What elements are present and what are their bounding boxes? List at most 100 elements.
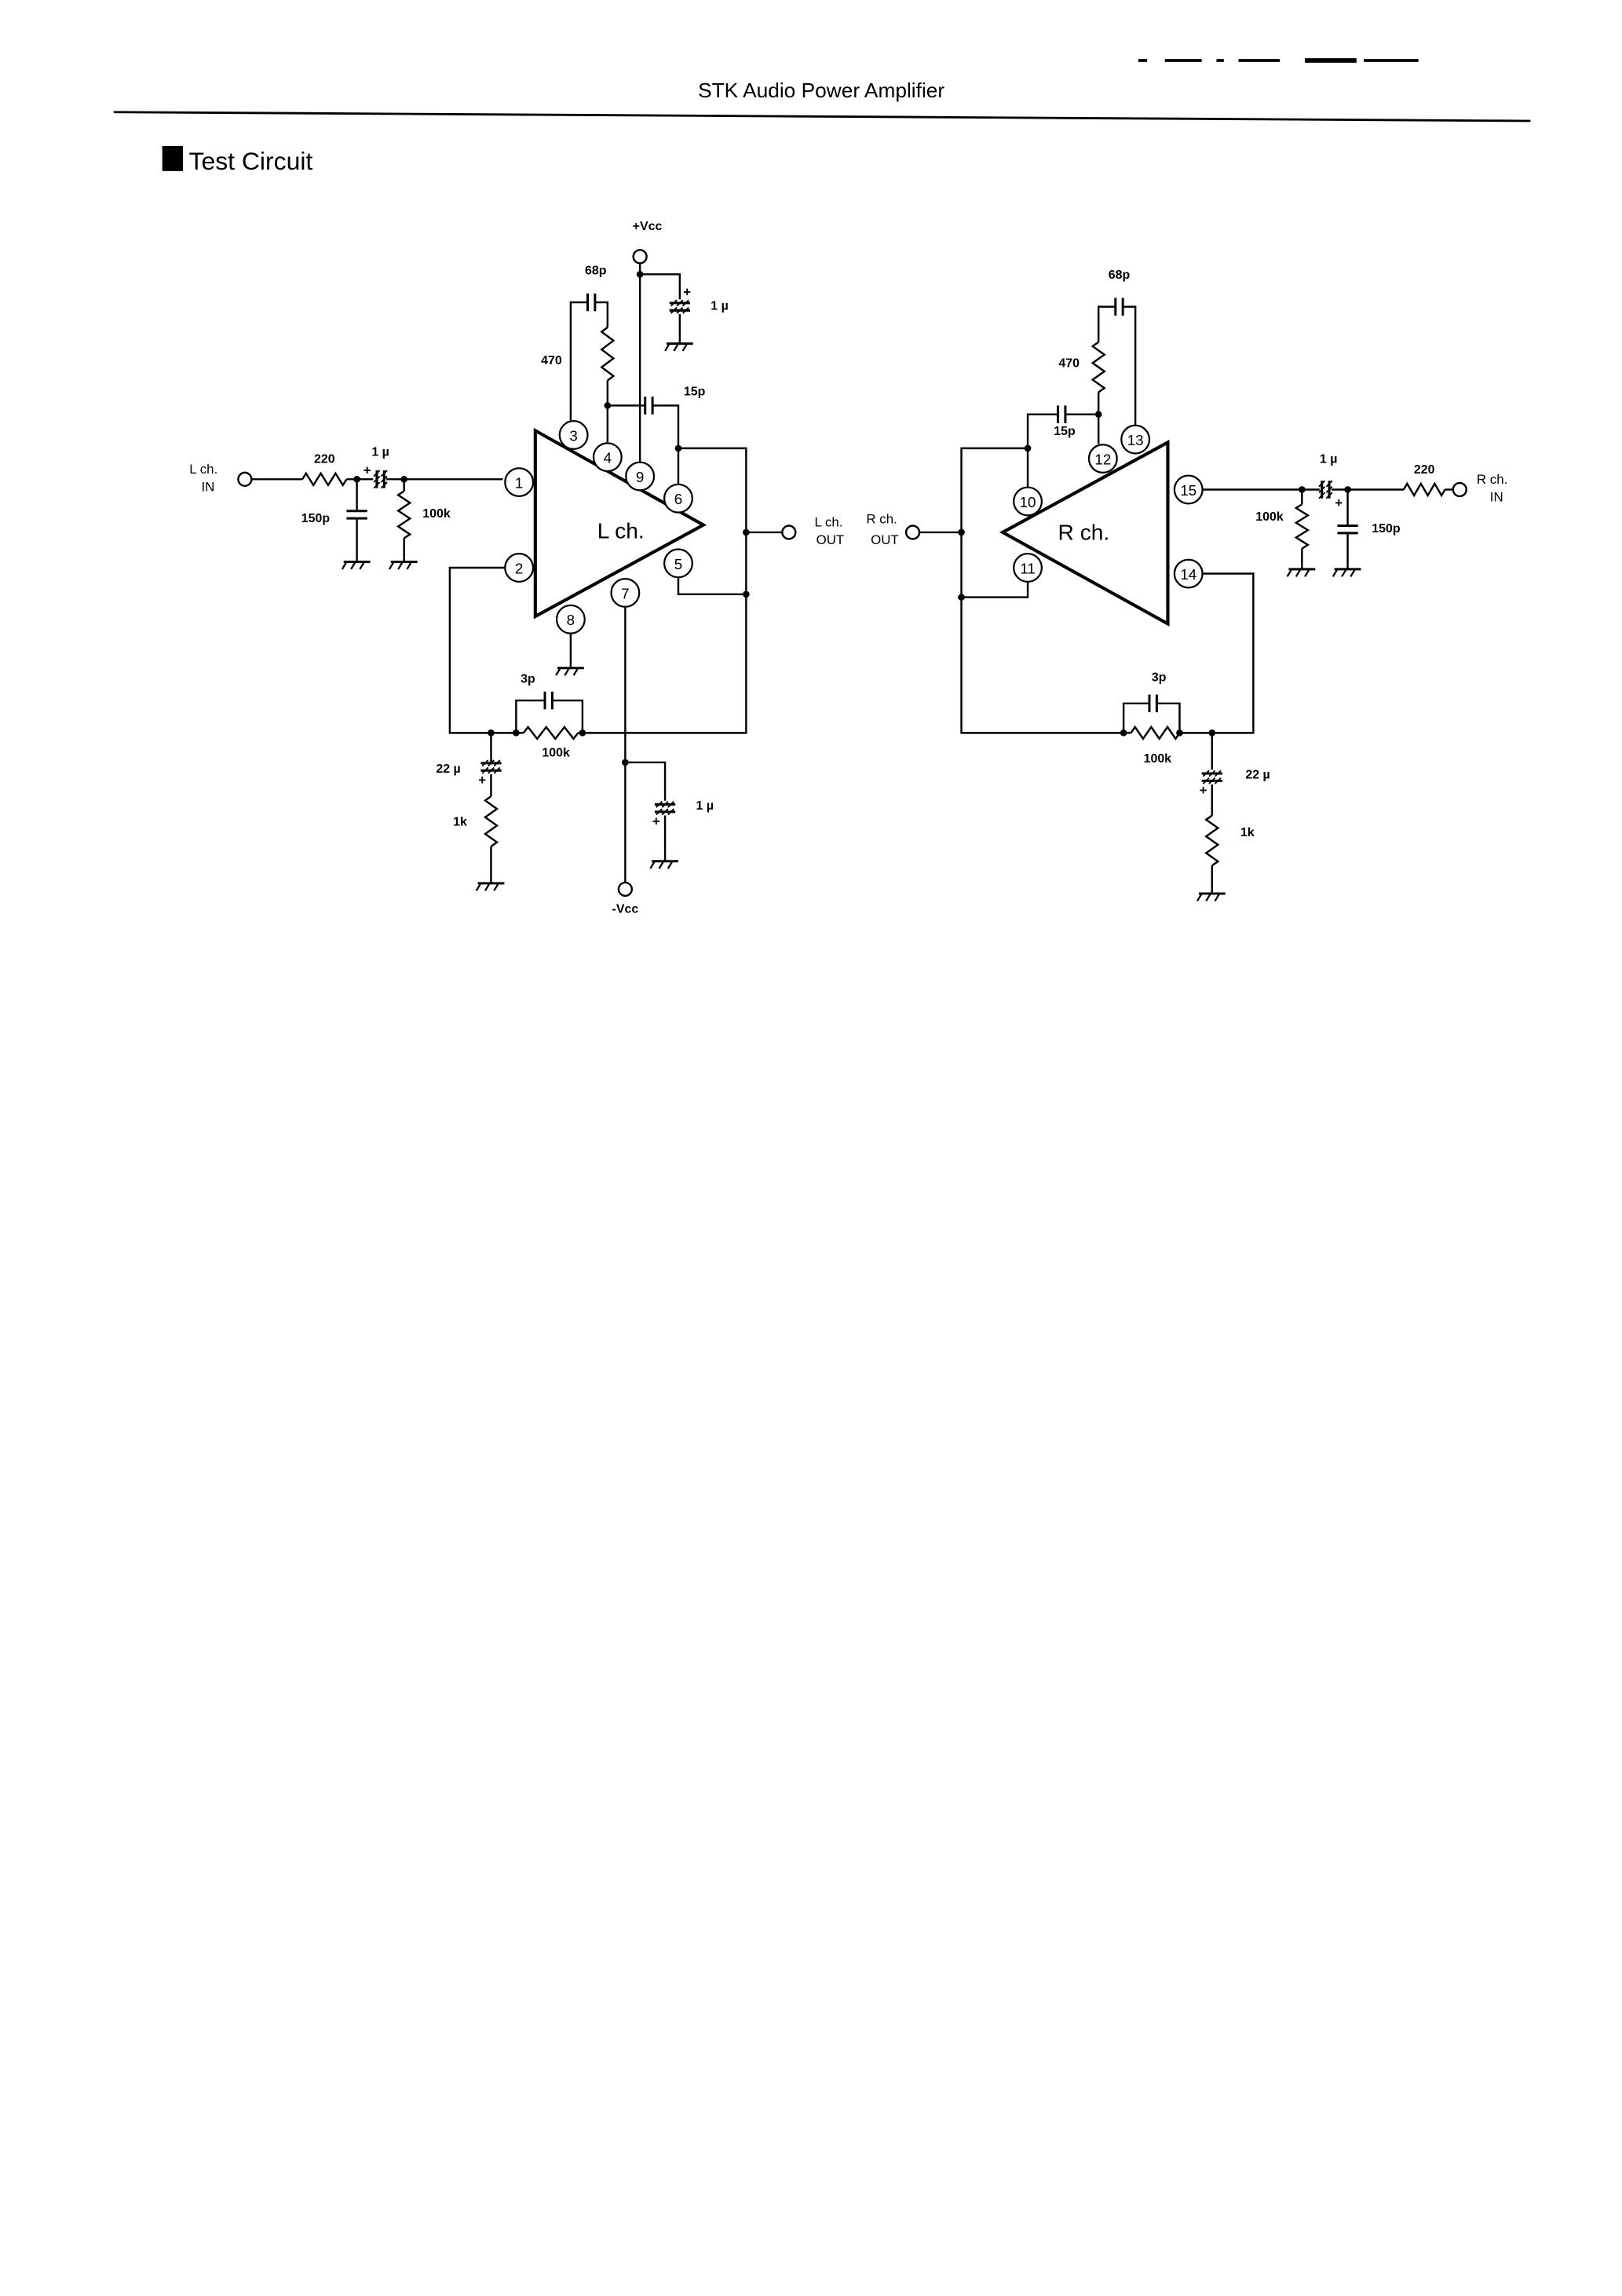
l-c68p-label: 68p bbox=[585, 264, 607, 277]
hatch bbox=[656, 801, 663, 808]
ground-icon bbox=[681, 342, 689, 352]
pin-number-10: 10 bbox=[1020, 494, 1036, 510]
pin-circle bbox=[1120, 424, 1151, 455]
wire bbox=[625, 761, 667, 801]
wire bbox=[553, 699, 584, 733]
ground-icon bbox=[1341, 569, 1347, 577]
hatch bbox=[380, 470, 388, 477]
hatch bbox=[1214, 770, 1222, 777]
pin-number-2: 2 bbox=[515, 560, 523, 576]
wire bbox=[677, 578, 747, 596]
r-c-in-label: 1 µ bbox=[1320, 453, 1338, 466]
r-c15p-label: 15p bbox=[1054, 425, 1076, 438]
vcc-neg-label: -Vcc bbox=[612, 902, 639, 916]
r-r470-label: 470 bbox=[1058, 357, 1080, 371]
l-c-in-label: 1 µ bbox=[371, 445, 389, 459]
hatch bbox=[681, 306, 689, 314]
pin-circle bbox=[504, 553, 535, 583]
hatch bbox=[661, 801, 669, 808]
ground-icon bbox=[350, 561, 356, 570]
pin-circle bbox=[1013, 553, 1043, 583]
ground-icon bbox=[493, 883, 499, 891]
pin-number-11: 11 bbox=[1020, 560, 1035, 576]
wire bbox=[1026, 413, 1058, 487]
right-channel-labels: R ch. OUT 68p 470 15p R ch. 1 µ 220 R ch… bbox=[866, 269, 1507, 839]
l-in-label-1: L ch. bbox=[189, 462, 217, 477]
wire bbox=[1097, 305, 1115, 342]
resistor-100k bbox=[1294, 503, 1310, 550]
hatch bbox=[676, 306, 684, 314]
polarity-mark: + bbox=[363, 463, 371, 478]
wire bbox=[1179, 572, 1255, 734]
pin-number-12: 12 bbox=[1094, 451, 1111, 467]
vcc-pos-label: +Vcc bbox=[633, 220, 663, 233]
hatch bbox=[1318, 486, 1326, 493]
resistor-1k bbox=[1204, 814, 1220, 867]
hatch bbox=[1208, 777, 1216, 784]
r-r1k-label: 1k bbox=[1240, 826, 1255, 839]
pin-number-14: 14 bbox=[1180, 566, 1196, 583]
l-c3p-label: 3p bbox=[521, 673, 535, 686]
hatch bbox=[493, 759, 501, 767]
pin-number-15: 15 bbox=[1180, 482, 1196, 499]
hatch bbox=[676, 299, 684, 307]
ground-icon bbox=[664, 342, 670, 352]
l-rfb-label: 100k bbox=[542, 746, 570, 759]
ground-icon bbox=[572, 667, 579, 676]
r-c22u-label: 22 µ bbox=[1245, 769, 1269, 782]
polarity-mark: + bbox=[683, 284, 691, 299]
l-r470-label: 470 bbox=[541, 354, 562, 367]
pin-number-6: 6 bbox=[674, 491, 682, 507]
ground-icon bbox=[341, 561, 348, 570]
pin-circle bbox=[555, 604, 586, 634]
hatch bbox=[488, 759, 495, 767]
wire bbox=[1122, 702, 1149, 733]
pin-number-3: 3 bbox=[569, 427, 577, 444]
pin-circle bbox=[1013, 486, 1043, 517]
hatch bbox=[1325, 486, 1333, 493]
wire bbox=[640, 273, 681, 300]
pin-circle bbox=[504, 467, 535, 498]
l-out-label-2: OUT bbox=[816, 532, 845, 547]
hatch bbox=[1202, 770, 1210, 777]
hatch bbox=[681, 299, 689, 307]
polarity-mark: + bbox=[652, 814, 660, 829]
hatch bbox=[373, 481, 381, 489]
section-title: Test Circuit bbox=[188, 147, 312, 175]
ground-icon bbox=[1295, 569, 1302, 577]
resistor-100k-feedback bbox=[1130, 725, 1181, 741]
ground-icon bbox=[555, 667, 561, 676]
hatch bbox=[667, 808, 675, 816]
ground-icon bbox=[564, 667, 570, 676]
l-r1k-label: 1k bbox=[453, 816, 467, 829]
pin-number-13: 13 bbox=[1127, 432, 1144, 448]
r-r-in-label: 220 bbox=[1414, 463, 1435, 477]
pin-circle bbox=[558, 420, 589, 450]
wire bbox=[515, 699, 545, 733]
terminal-circle bbox=[781, 525, 797, 540]
pin-circle bbox=[1173, 558, 1204, 589]
ground-icon bbox=[673, 342, 679, 352]
ground-icon bbox=[484, 883, 491, 891]
r-in-label-2: IN bbox=[1490, 490, 1503, 505]
r-r-bias-label: 100k bbox=[1255, 510, 1284, 524]
polarity-mark: + bbox=[1200, 783, 1207, 798]
wire bbox=[585, 447, 747, 734]
wire bbox=[1123, 305, 1137, 425]
terminal-circle bbox=[632, 249, 648, 265]
pin-number-7: 7 bbox=[621, 585, 629, 601]
r-ch-amplifier-triangle bbox=[999, 439, 1170, 627]
pin-circle bbox=[663, 548, 693, 579]
pin-circle bbox=[663, 483, 693, 514]
ground-icon bbox=[1214, 893, 1221, 902]
junction-dot bbox=[958, 594, 965, 601]
l-block-label: L ch. bbox=[597, 518, 645, 543]
l-ch-amplifier-triangle bbox=[533, 427, 707, 620]
hatch bbox=[1208, 770, 1216, 777]
pin-circle bbox=[610, 577, 641, 608]
hatch bbox=[481, 759, 489, 767]
pin-number-1: 1 bbox=[515, 475, 523, 492]
hatch bbox=[661, 808, 669, 816]
